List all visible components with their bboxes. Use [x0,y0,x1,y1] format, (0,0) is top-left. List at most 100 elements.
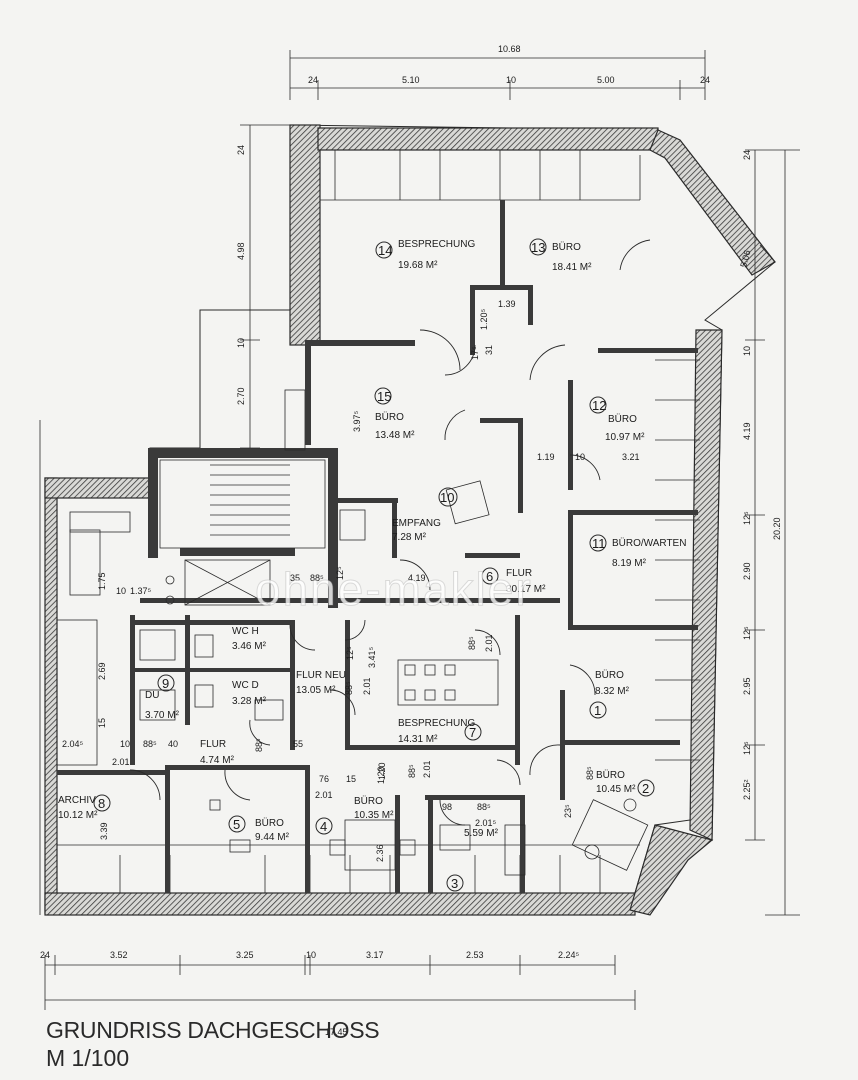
svg-text:4.19: 4.19 [408,573,426,583]
room-name: FLUR NEU [296,670,346,681]
svg-text:88⁵: 88⁵ [477,802,491,812]
svg-text:2.01: 2.01 [484,634,494,652]
room-area: 3.70 M² [145,710,180,721]
svg-text:2.25²: 2.25² [742,779,752,800]
svg-text:10: 10 [116,586,126,596]
svg-text:2.36: 2.36 [375,844,385,862]
room-area: 8.19 M² [612,558,647,569]
svg-text:98: 98 [442,802,452,812]
room-area: 10.35 M² [354,810,394,821]
room-name: BÜRO [375,411,404,423]
svg-text:17.45: 17.45 [325,1027,348,1037]
svg-text:17⁵: 17⁵ [470,346,480,360]
svg-text:1.20: 1.20 [376,766,386,784]
svg-text:3.21: 3.21 [622,452,640,462]
svg-text:1.37⁵: 1.37⁵ [130,586,152,596]
svg-text:88⁵: 88⁵ [254,738,264,752]
room-name: BÜRO/WARTEN [612,537,686,549]
room-area: 7.28 M² [392,532,427,543]
svg-text:88⁵: 88⁵ [310,573,324,583]
room-area: 13.48 M² [375,430,415,441]
room-number: 9 [162,676,169,691]
watermark-text: ohne-makler [255,563,533,616]
room-number: 5 [233,817,240,832]
room-name: BÜRO [255,817,284,829]
svg-text:76: 76 [319,774,329,784]
svg-text:12⁵: 12⁵ [742,741,752,755]
dimension-lines [39,50,800,1010]
svg-text:31: 31 [484,345,494,355]
svg-text:1.75: 1.75 [97,572,107,590]
room-name: FLUR [200,739,226,750]
svg-text:2.90: 2.90 [742,562,752,580]
svg-text:3.41⁵: 3.41⁵ [367,646,377,668]
room-number: 3 [451,876,458,891]
svg-text:3.25: 3.25 [236,950,254,960]
svg-text:12⁵: 12⁵ [345,646,355,660]
room-area: 9.44 M² [255,832,290,843]
svg-text:2.53: 2.53 [466,950,484,960]
svg-text:88⁵: 88⁵ [585,766,595,780]
svg-text:15: 15 [346,774,356,784]
svg-text:15: 15 [97,718,107,728]
room-name: EMPFANG [392,518,441,529]
svg-text:2.01: 2.01 [112,757,130,767]
room-area: 3.28 M² [232,696,267,707]
room-name: BÜRO [608,413,637,425]
room-labels: 14 BESPRECHUNG 19.68 M² 13 BÜRO 18.41 M²… [58,238,686,892]
room-number: 7 [469,725,476,740]
room-name: BESPRECHUNG [398,239,475,250]
svg-text:3.52: 3.52 [110,950,128,960]
staircase [159,459,326,606]
svg-text:5.06: 5.06 [738,249,752,269]
room-name: BÜRO [595,669,624,681]
room-area: 10.45 M² [596,784,636,795]
room-number: 15 [377,389,391,404]
room-name: ARCHIV [58,795,96,806]
furniture [56,480,649,876]
svg-text:10: 10 [306,950,316,960]
svg-text:10: 10 [236,338,246,348]
room-name: BÜRO [552,241,581,253]
svg-text:40: 40 [168,739,178,749]
room-number: 6 [486,569,493,584]
room-area: 18.41 M² [552,262,592,273]
svg-text:2.24⁵: 2.24⁵ [558,950,580,960]
svg-text:88⁵: 88⁵ [344,681,354,695]
svg-text:2.01: 2.01 [422,760,432,778]
svg-text:20.20: 20.20 [772,517,782,540]
svg-text:88⁵: 88⁵ [467,636,477,650]
svg-text:10: 10 [120,739,130,749]
svg-text:5.00: 5.00 [597,75,615,85]
room-area: 4.74 M² [200,755,235,766]
room-area: 10.12 M² [58,810,98,821]
room-area: 30.17 M² [506,584,546,595]
room-area: 3.46 M² [232,641,267,652]
svg-text:24: 24 [308,75,318,85]
svg-text:2.70: 2.70 [236,387,246,405]
room-number: 13 [531,240,545,255]
svg-text:1.39: 1.39 [498,299,516,309]
room-number: 14 [378,243,392,258]
svg-text:2.69: 2.69 [97,662,107,680]
room-name: BÜRO [596,769,625,781]
roof-slope-hatching [57,150,700,893]
svg-text:3.17: 3.17 [366,950,384,960]
svg-text:12⁵: 12⁵ [742,511,752,525]
svg-text:5.10: 5.10 [402,75,420,85]
svg-text:2.04⁵: 2.04⁵ [62,739,84,749]
svg-text:24: 24 [40,950,50,960]
svg-text:12⁵: 12⁵ [742,626,752,640]
svg-text:2.95: 2.95 [742,677,752,695]
svg-text:4.19: 4.19 [742,422,752,440]
room-name: DU [145,690,159,701]
interior-walls [57,200,698,893]
dimension-labels: 10.68 24 5.10 10 5.00 24 17.45 24 3.52 3… [40,44,782,1037]
room-number: 12 [592,398,606,413]
room-name: WC D [232,680,259,691]
room-area: 13.05 M² [296,685,336,696]
svg-text:24: 24 [742,150,752,160]
svg-text:24: 24 [236,145,246,155]
svg-text:24: 24 [700,75,710,85]
